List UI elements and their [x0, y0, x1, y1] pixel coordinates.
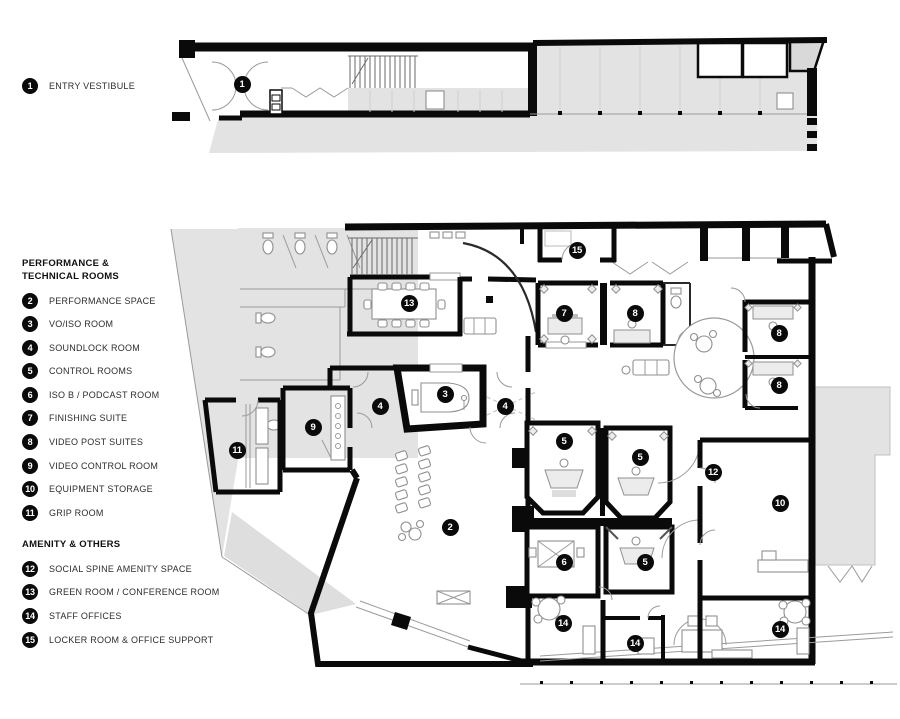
room-marker: 4 [496, 397, 514, 415]
room-marker: 3 [436, 385, 454, 403]
legend-item-label: FINISHING SUITE [49, 413, 128, 424]
legend-item-badge: 7 [22, 410, 38, 427]
room-marker: 5 [636, 553, 654, 571]
legend-item: 2 PERFORMANCE SPACE [22, 292, 237, 309]
legend-item-label: CONTROL ROOMS [49, 366, 133, 377]
room-marker: 5 [555, 432, 573, 450]
room-marker: 14 [771, 620, 789, 638]
room-marker: 12 [704, 463, 722, 481]
legend-item-label: VIDEO POST SUITES [49, 437, 144, 448]
legend-item-badge: 14 [22, 608, 38, 625]
legend-item-badge: 2 [22, 292, 38, 309]
room-marker: 14 [626, 634, 644, 652]
legend-item: 3 VO/ISO ROOM [22, 316, 237, 333]
legend-item-label: GREEN ROOM / CONFERENCE ROOM [49, 587, 220, 598]
legend-item: 7 FINISHING SUITE [22, 410, 237, 427]
room-marker: 10 [771, 494, 789, 512]
legend-item-badge: 8 [22, 434, 38, 451]
legend-item-badge: 5 [22, 363, 38, 380]
legend-item: 9 VIDEO CONTROL ROOM [22, 457, 237, 474]
room-marker: 11 [228, 441, 246, 459]
legend-item: 15 LOCKER ROOM & OFFICE SUPPORT [22, 631, 237, 648]
legend-item-label: SOCIAL SPINE AMENITY SPACE [49, 563, 192, 574]
legend-item-badge: 3 [22, 316, 38, 333]
room-marker: 6 [555, 553, 573, 571]
room-marker: 1 [233, 75, 251, 93]
room-marker: 7 [555, 304, 573, 322]
room-marker: 9 [304, 418, 322, 436]
legend-item: 13 GREEN ROOM / CONFERENCE ROOM [22, 584, 237, 601]
legend-item-label: ISO B / PODCAST ROOM [49, 389, 160, 400]
legend-section: PERFORMANCE & TECHNICAL ROOMS 2 PERFORMANC… [22, 257, 237, 521]
legend-item-badge: 11 [22, 504, 38, 521]
legend-item: 14 STAFF OFFICES [22, 608, 237, 625]
legend-item-label: STAFF OFFICES [49, 611, 122, 622]
legend-item-label: VO/ISO ROOM [49, 319, 114, 330]
room-marker: 8 [626, 304, 644, 322]
legend-item-badge: 12 [22, 560, 38, 577]
legend-entry-label: ENTRY VESTIBULE [49, 81, 135, 91]
legend-item-badge: 10 [22, 481, 38, 498]
legend-item-badge: 13 [22, 584, 38, 601]
room-marker: 8 [770, 376, 788, 394]
legend-item: 8 VIDEO POST SUITES [22, 434, 237, 451]
legend-item-badge: 9 [22, 457, 38, 474]
room-marker: 15 [568, 241, 586, 259]
legend-item: 10 EQUIPMENT STORAGE [22, 481, 237, 498]
legend-item: 4 SOUNDLOCK ROOM [22, 339, 237, 356]
legend-item: 6 ISO B / PODCAST ROOM [22, 386, 237, 403]
room-marker: 2 [441, 518, 459, 536]
legend-entry-badge: 1 [22, 78, 38, 94]
legend-item-label: PERFORMANCE SPACE [49, 295, 156, 306]
legend-item-label: GRIP ROOM [49, 507, 104, 518]
legend-item-label: EQUIPMENT STORAGE [49, 484, 153, 495]
main-plan-drawing [170, 220, 897, 685]
legend-item-label: VIDEO CONTROL ROOM [49, 460, 159, 471]
legend-item-label: LOCKER ROOM & OFFICE SUPPORT [49, 634, 214, 645]
legend-entry-item: 1 ENTRY VESTIBULE [22, 78, 135, 94]
room-marker: 4 [371, 397, 389, 415]
legend-item-badge: 15 [22, 631, 38, 648]
upper-plan-drawing [172, 37, 828, 153]
room-marker: 13 [400, 294, 418, 312]
legend-section-header: AMENITY & OTHERS [22, 539, 121, 551]
legend-item: 12 SOCIAL SPINE AMENITY SPACE [22, 560, 237, 577]
room-marker: 5 [631, 448, 649, 466]
legend-section: AMENITY & OTHERS 12 SOCIAL SPINE AMENITY S… [22, 538, 237, 648]
room-marker: 8 [770, 324, 788, 342]
legend-item: 11 GRIP ROOM [22, 504, 237, 521]
legend-item-label: SOUNDLOCK ROOM [49, 342, 141, 353]
legend-section-header: PERFORMANCE & TECHNICAL ROOMS [22, 258, 119, 282]
legend-sections: PERFORMANCE & TECHNICAL ROOMS 2 PERFORMANC… [22, 257, 237, 655]
legend-item-badge: 6 [22, 386, 38, 403]
legend-item: 5 CONTROL ROOMS [22, 363, 237, 380]
room-marker: 14 [554, 614, 572, 632]
legend-item-badge: 4 [22, 339, 38, 356]
